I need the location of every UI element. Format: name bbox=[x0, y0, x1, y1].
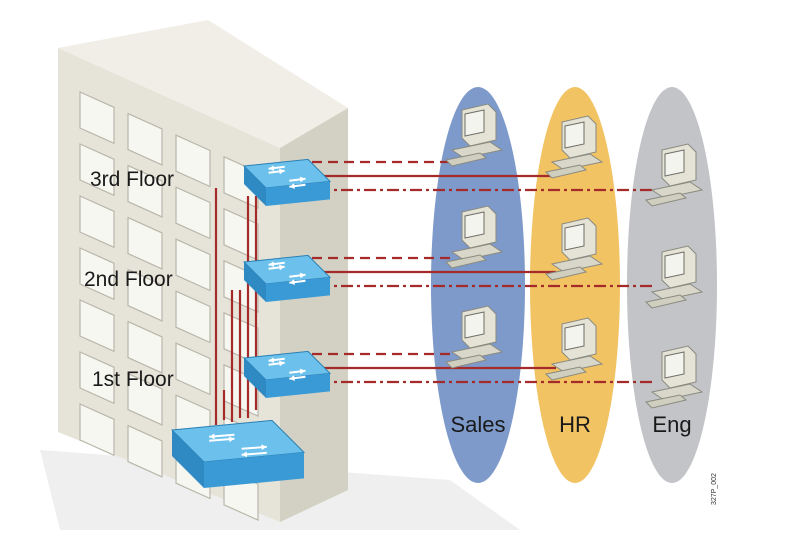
building-window bbox=[175, 186, 211, 240]
building-window bbox=[175, 238, 211, 292]
floor-label-1st: 1st Floor bbox=[92, 368, 174, 391]
building-window bbox=[175, 134, 211, 188]
switch-3rd-floor bbox=[242, 158, 332, 206]
desktop-computer-icon-sales-1 bbox=[444, 103, 504, 167]
building-window bbox=[127, 372, 163, 426]
building-window bbox=[127, 216, 163, 270]
desktop-computer-icon-hr-3 bbox=[544, 317, 604, 381]
building-window bbox=[79, 143, 115, 197]
building-window bbox=[79, 247, 115, 301]
building-window bbox=[127, 320, 163, 374]
sales-vlan-ellipse bbox=[431, 87, 525, 483]
network-switches bbox=[170, 158, 332, 488]
building-window bbox=[127, 268, 163, 322]
building-window bbox=[79, 91, 115, 145]
building-window bbox=[127, 164, 163, 218]
group-label-eng: Eng bbox=[652, 412, 691, 437]
desktop-computer-icon-eng-1 bbox=[644, 143, 704, 207]
desktop-computer-icon-hr-2 bbox=[544, 217, 604, 281]
switch-2nd-floor bbox=[242, 254, 332, 302]
building-window bbox=[79, 299, 115, 353]
desktop-computer-icon-eng-2 bbox=[644, 245, 704, 309]
building-window bbox=[127, 424, 163, 478]
floor-label-2nd: 2nd Floor bbox=[84, 268, 173, 291]
group-label-hr: HR bbox=[559, 412, 591, 437]
figure-id: 327P_002 bbox=[711, 473, 718, 505]
vlan-links bbox=[312, 160, 652, 384]
desktop-computer-icon-sales-3 bbox=[444, 305, 504, 369]
building-window bbox=[175, 342, 211, 396]
desktop-computer-icon-hr-1 bbox=[544, 115, 604, 179]
building-window bbox=[79, 195, 115, 249]
desktop-computer-icon-eng-3 bbox=[644, 345, 704, 409]
core-switch bbox=[170, 419, 306, 488]
building-window bbox=[127, 112, 163, 166]
building-window bbox=[175, 290, 211, 344]
switch-1st-floor bbox=[242, 350, 332, 398]
building-windows bbox=[79, 91, 259, 522]
workstations bbox=[444, 103, 704, 409]
desktop-computer-icon-sales-2 bbox=[444, 205, 504, 269]
group-label-sales: Sales bbox=[450, 412, 505, 437]
building-window bbox=[79, 403, 115, 457]
building-window bbox=[79, 351, 115, 405]
floor-label-3rd: 3rd Floor bbox=[90, 168, 174, 191]
